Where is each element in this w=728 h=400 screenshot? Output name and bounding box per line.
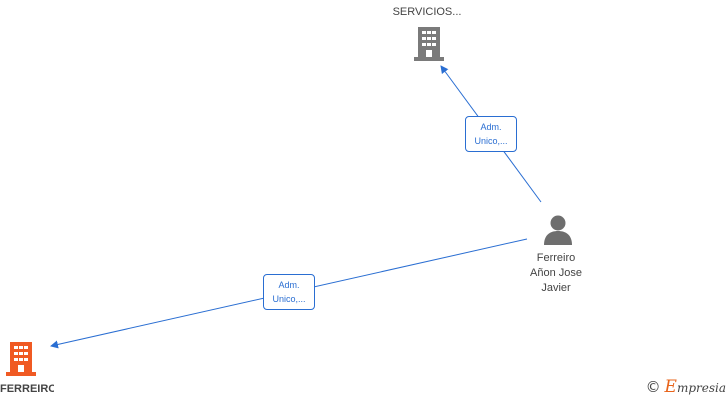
edge-label-adm-unico-bottom[interactable]: Adm. Unico,... xyxy=(263,274,315,310)
node-label-company-top[interactable]: SERVICIOS... xyxy=(392,6,462,18)
edge-label-adm-unico-top[interactable]: Adm. Unico,... xyxy=(465,116,517,152)
building-icon-highlighted[interactable] xyxy=(6,342,36,376)
copyright-icon: © xyxy=(645,378,661,396)
brand-initial: E xyxy=(664,377,677,397)
empresia-logo[interactable]: © Empresia xyxy=(646,377,726,397)
person-icon[interactable] xyxy=(542,215,574,245)
node-label-company-bottom[interactable]: FERREIRO xyxy=(0,383,54,395)
node-label-person[interactable]: Ferreiro Añon Jose Javier xyxy=(530,252,582,294)
brand-name: mpresia xyxy=(676,381,726,395)
building-icon[interactable] xyxy=(414,27,444,61)
